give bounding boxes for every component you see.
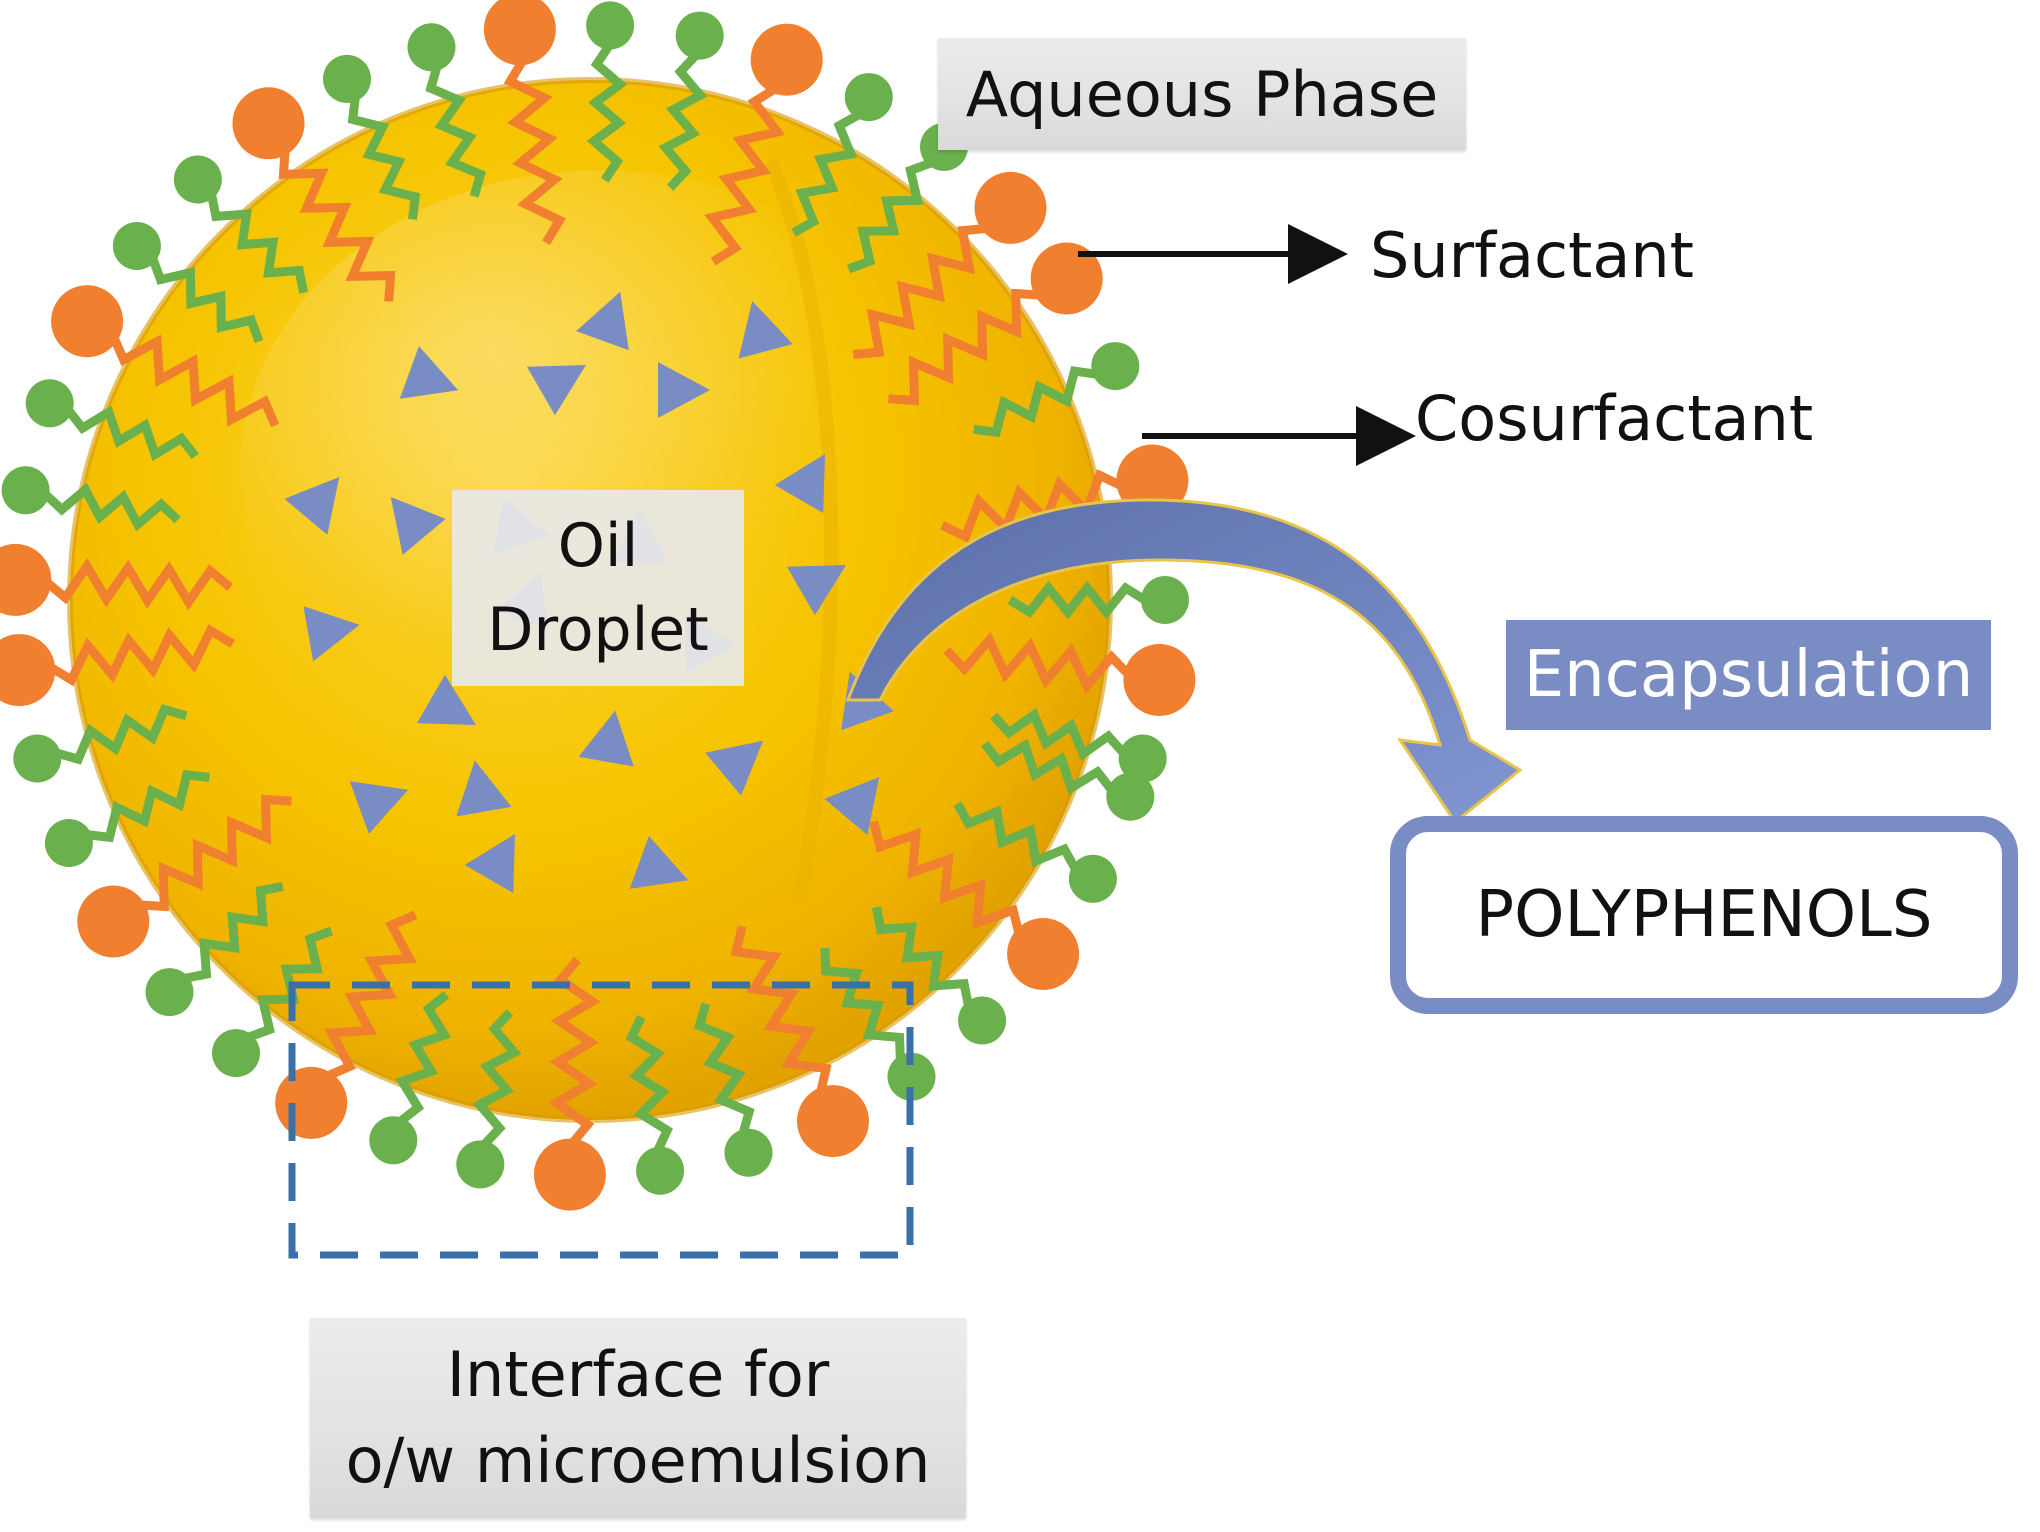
polyphenol-triangle <box>456 760 512 817</box>
cosurfactant-molecule <box>625 1014 685 1195</box>
polyphenol-triangle <box>390 497 446 555</box>
cosurfactant-molecule <box>456 1009 522 1189</box>
surfactant-molecule <box>77 794 292 958</box>
polyphenol-triangle <box>303 606 360 662</box>
cosurfactant-molecule <box>791 73 893 237</box>
cosurfactant-molecule <box>112 222 264 343</box>
aqueous-phase-label: Aqueous Phase <box>938 38 1466 150</box>
interfacial-molecules <box>0 0 1196 1211</box>
surfactant-molecule <box>940 444 1189 543</box>
cosurfactant-molecule <box>1007 576 1189 624</box>
cosurfactant-molecule <box>981 738 1155 821</box>
oil-label-line2: Droplet <box>487 595 709 665</box>
polyphenol-triangle <box>774 454 825 514</box>
cosurfactant-molecule <box>407 23 486 198</box>
polyphenols-label: POLYPHENOLS <box>1475 878 1933 952</box>
surfactant-label: Surfactant <box>1370 218 1694 292</box>
polyphenol-triangle <box>738 301 793 359</box>
polyphenol-triangle <box>786 565 846 616</box>
cosurfactant-molecule <box>25 379 199 462</box>
cosurfactant-molecule <box>953 801 1117 903</box>
oil-droplet-label: Oil Droplet <box>452 490 744 686</box>
surfactant-molecule <box>704 23 823 266</box>
surfactant-molecule <box>232 87 396 302</box>
encapsulation-label: Encapsulation <box>1506 620 1991 730</box>
polyphenol-triangle <box>824 777 880 835</box>
oil-label-line1: Oil <box>557 511 639 581</box>
cosurfactant-molecule <box>820 948 936 1101</box>
surfactant-molecule <box>852 171 1047 359</box>
surfactant-molecule <box>869 820 1080 990</box>
polyphenol-triangle <box>349 781 409 834</box>
polyphenols-box <box>1390 816 2018 1014</box>
cosurfactant-molecule <box>369 991 452 1165</box>
interface-label-line1: Interface for <box>446 1338 830 1411</box>
polyphenol-triangle <box>399 346 459 399</box>
surfactant-molecule <box>943 631 1196 716</box>
polyphenol-triangle <box>629 836 689 889</box>
surfactant-molecule <box>483 0 566 246</box>
cosurfactant-label: Cosurfactant <box>1415 381 1814 455</box>
cosurfactant-molecule <box>323 54 421 220</box>
interface-label: Interface for o/w microemulsion <box>310 1318 966 1518</box>
encapsulation-curved-arrow <box>845 498 1523 825</box>
cosurfactant-molecule <box>145 881 284 1017</box>
cosurfactant-molecule <box>1 466 181 532</box>
polyphenol-triangle <box>284 477 340 535</box>
surfactant-molecule <box>888 242 1103 406</box>
cosurfactant-molecule <box>658 11 724 191</box>
surfactant-molecule <box>533 956 606 1211</box>
cosurfactant-molecule <box>173 155 309 294</box>
polyphenol-triangle <box>705 740 763 796</box>
surfactant-molecule <box>51 285 280 428</box>
cosurfactant-molecule <box>44 769 210 867</box>
cosurfactant-molecule <box>586 1 635 183</box>
interface-dashed-box <box>288 981 914 1259</box>
surfactant-molecule <box>0 624 236 707</box>
surfactant-molecule <box>0 543 234 616</box>
polyphenol-triangle <box>578 710 634 767</box>
polyphenol-triangle <box>416 674 476 725</box>
cosurfactant-molecule <box>990 707 1167 783</box>
polyphenol-triangle <box>526 365 586 416</box>
surfactant-molecule <box>730 925 869 1158</box>
polyphenol-triangles <box>284 291 894 894</box>
polyphenol-triangle <box>576 291 629 351</box>
cosurfactant-molecule <box>694 1002 773 1177</box>
polyphenol-triangle <box>658 362 710 418</box>
cosurfactant-molecule <box>871 906 1007 1045</box>
cosurfactant-molecule <box>973 342 1140 438</box>
polyphenol-triangle <box>464 834 515 894</box>
cosurfactant-molecule <box>13 704 188 783</box>
interface-label-line2: o/w microemulsion <box>345 1424 931 1497</box>
